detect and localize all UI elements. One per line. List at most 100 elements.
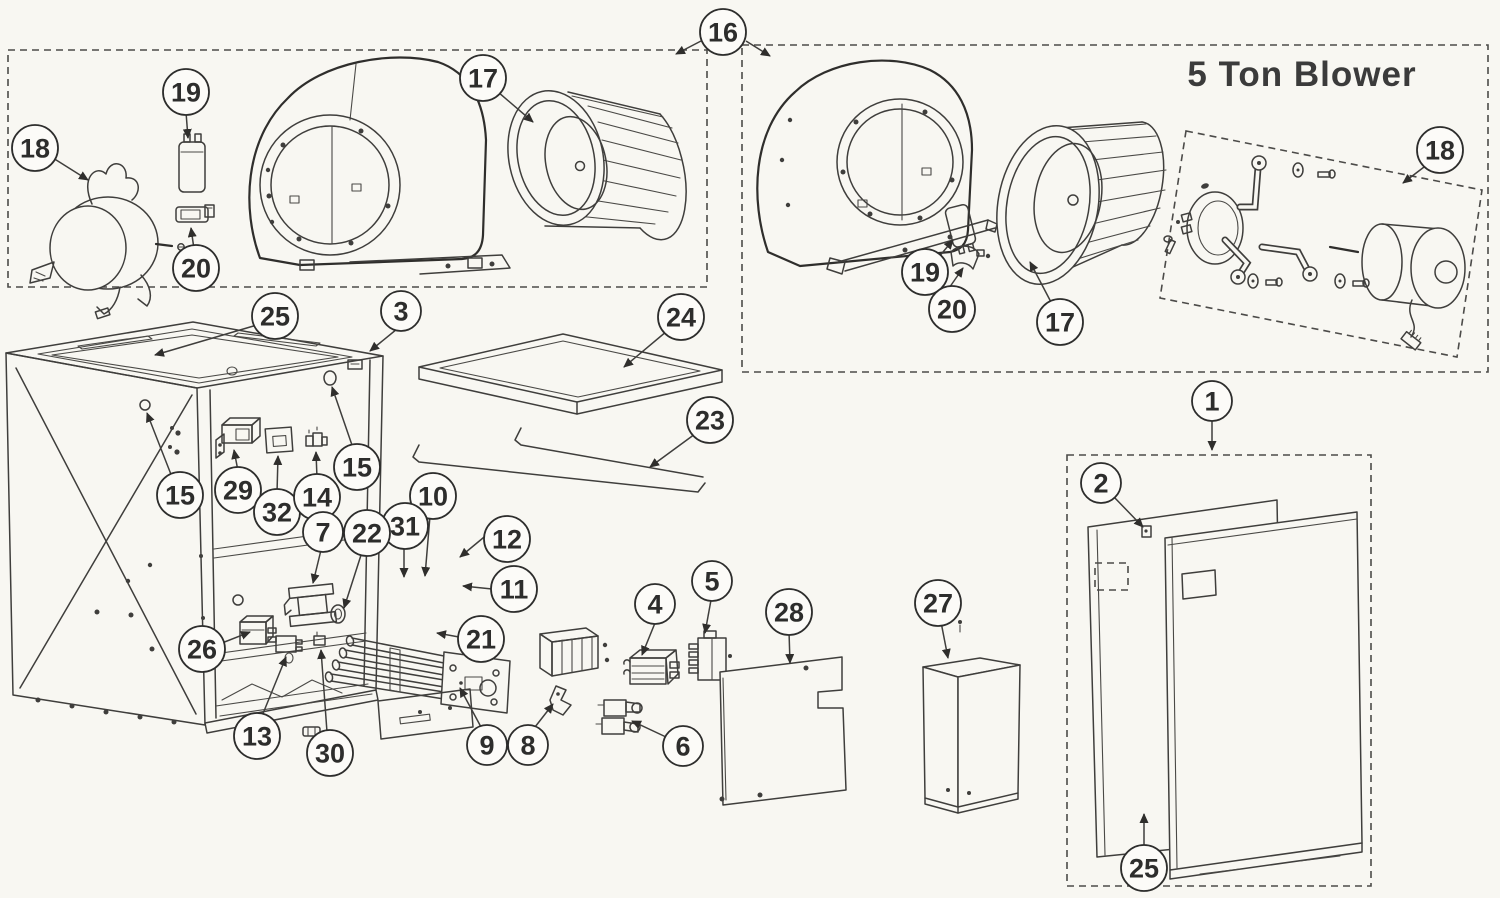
- callout-19-circle: [901, 248, 949, 296]
- callout-24: 24: [623, 293, 705, 368]
- door-grommet: [232, 594, 244, 606]
- callout-23-circle: [686, 396, 734, 444]
- callout-3-number: 3: [393, 297, 408, 327]
- five-ton-blower-group-box: [741, 44, 1489, 373]
- callout-17: 17: [459, 54, 534, 123]
- element-cover: [377, 688, 474, 740]
- callout-22-number: 22: [352, 519, 382, 549]
- callout-5-number: 5: [704, 567, 719, 597]
- callout-21-leader: [436, 630, 460, 640]
- capacitor-left: [178, 133, 206, 193]
- wire-grommet: [330, 604, 346, 624]
- fan-relay: [215, 417, 261, 459]
- callout-17-leader: [1029, 261, 1053, 305]
- callout-25: 25: [1120, 813, 1168, 892]
- callout-3: 3: [369, 290, 422, 352]
- limit-switch-stack: [539, 627, 610, 677]
- callout-18-number: 18: [20, 134, 50, 164]
- blower-motor-left: [29, 163, 185, 320]
- callout-11: 11: [462, 565, 538, 613]
- relay-interior: [275, 635, 303, 664]
- callout-2-leader: [1112, 495, 1144, 528]
- callout-30: 30: [306, 649, 354, 777]
- callout-22: 22: [342, 509, 391, 609]
- callout-9-number: 9: [479, 731, 494, 761]
- element-mount-plate: [440, 651, 511, 714]
- callout-9-circle: [466, 724, 508, 766]
- callout-4: 4: [634, 583, 676, 656]
- callout-30-circle: [306, 729, 354, 777]
- callout-17-circle: [459, 54, 507, 102]
- callout-25-number: 25: [1129, 854, 1159, 884]
- motor-clamp-right: [950, 245, 991, 270]
- callout-23-number: 23: [695, 406, 725, 436]
- callout-19: 19: [162, 68, 210, 139]
- callout-12-circle: [483, 515, 531, 563]
- top-panel: [418, 333, 723, 415]
- cover-plate: [264, 426, 294, 454]
- callout-15-leader: [330, 386, 354, 449]
- callout-15-circle: [333, 443, 381, 491]
- callout-27-circle: [914, 579, 962, 627]
- callout-8-circle: [507, 724, 549, 766]
- callout-16-leader: [675, 40, 702, 55]
- callout-18-circle: [11, 124, 59, 172]
- condenser-motor-right: [1328, 223, 1466, 351]
- callout-28-number: 28: [774, 598, 804, 628]
- pressure-switch: [595, 699, 643, 735]
- callout-2-circle: [1080, 462, 1122, 504]
- callout-25-circle: [1120, 844, 1168, 892]
- callout-20: 20: [172, 227, 220, 292]
- callout-32-leader: [273, 455, 283, 494]
- callout-16: 16: [675, 8, 771, 57]
- callout-27: 27: [914, 579, 962, 659]
- callout-8-leader: [534, 703, 554, 728]
- callout-13-leader: [261, 656, 287, 717]
- callout-15: 15: [146, 412, 204, 519]
- diagram-title: 5 Ton Blower: [1187, 55, 1416, 94]
- callout-10-circle: [409, 472, 457, 520]
- callout-26: 26: [178, 625, 251, 673]
- callout-19-number: 19: [171, 78, 201, 108]
- callout-32: 32: [253, 455, 301, 536]
- control-panel-cover: [719, 656, 847, 806]
- callout-10: 10: [409, 472, 457, 577]
- callout-19-leader: [182, 111, 192, 139]
- blower-wheel-left: [507, 90, 687, 241]
- callout-13-circle: [233, 712, 281, 760]
- callout-29-circle: [214, 466, 262, 514]
- callout-15-leader: [146, 412, 173, 478]
- callout-28-leader: [785, 630, 795, 664]
- callout-26-leader: [221, 631, 251, 644]
- callout-18-circle: [1416, 126, 1464, 174]
- callout-8-number: 8: [520, 731, 535, 761]
- callout-9: 9: [459, 687, 508, 766]
- callout-28: 28: [765, 588, 813, 664]
- callout-31-number: 31: [390, 512, 420, 542]
- callout-13-number: 13: [242, 722, 272, 752]
- callout-23: 23: [649, 396, 734, 468]
- callout-11-leader: [462, 582, 493, 592]
- sequencer: [688, 630, 732, 681]
- callout-15: 15: [330, 386, 381, 491]
- callout-5-leader: [702, 599, 712, 634]
- callout-32-number: 32: [262, 498, 292, 528]
- callout-19-number: 19: [910, 258, 940, 288]
- callout-7-circle: [302, 511, 344, 553]
- callout-18-leader: [52, 157, 89, 181]
- callout-6-leader: [631, 720, 667, 738]
- callout-25-leader: [154, 324, 258, 357]
- callout-15-number: 15: [165, 481, 195, 511]
- limit-switch: [305, 426, 328, 447]
- callout-10-leader: [421, 515, 431, 577]
- callout-25-number: 25: [260, 302, 290, 332]
- callout-14-number: 14: [302, 483, 332, 513]
- callout-7: 7: [302, 511, 344, 584]
- callout-18: 18: [11, 124, 89, 181]
- callout-6-number: 6: [675, 732, 690, 762]
- callout-24-circle: [657, 293, 705, 341]
- callout-16-number: 16: [708, 18, 738, 48]
